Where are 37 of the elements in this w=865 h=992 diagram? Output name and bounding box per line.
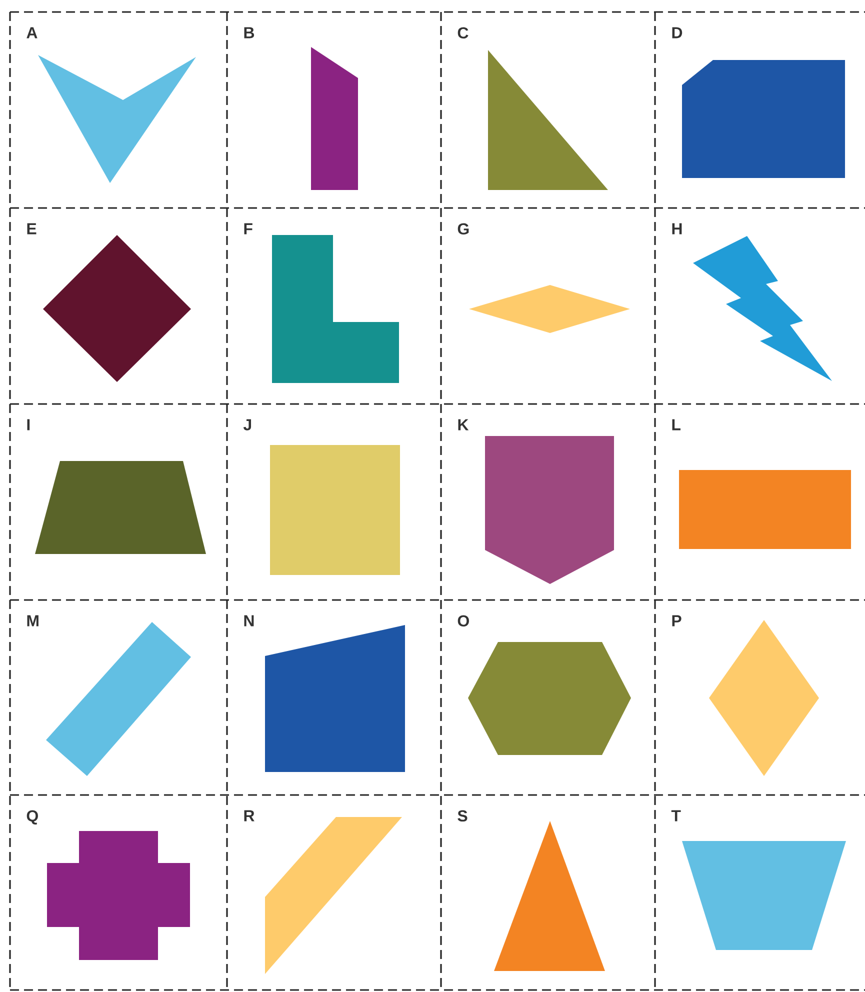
rectangle-shape <box>679 470 851 549</box>
cell-letter: S <box>458 810 468 822</box>
lightning-shape <box>693 236 832 381</box>
chevron-shape <box>38 55 196 183</box>
cell-letter: F <box>244 223 252 234</box>
diamond-shape <box>469 285 630 333</box>
parallelogram-shape <box>265 817 402 974</box>
square-shape <box>270 445 400 575</box>
trapezoid-shape <box>682 841 846 950</box>
cell-letter: C <box>458 27 468 39</box>
cell-letter: Q <box>26 810 38 825</box>
cell-letter: I <box>27 419 30 430</box>
triangle-shape <box>488 50 608 190</box>
l-shape <box>272 235 399 383</box>
cell-letter: R <box>244 810 254 822</box>
cell-letter: G <box>458 223 469 235</box>
cell-letter: T <box>671 810 681 822</box>
cell-letter: N <box>244 615 254 626</box>
cell-letter: P <box>672 615 682 626</box>
cell-letter: E <box>27 223 36 234</box>
trapezoid-shape <box>265 625 405 772</box>
cell-letter: B <box>244 27 254 38</box>
cell-letter: O <box>458 615 469 627</box>
hexagon-shape <box>468 642 631 755</box>
cell-letter: K <box>458 419 469 430</box>
cell-letter: L <box>672 419 680 430</box>
trapezoid-shape <box>35 461 206 554</box>
triangle-shape <box>494 821 605 971</box>
diamond-shape <box>709 620 819 776</box>
cell-letter: M <box>27 615 38 626</box>
cross-shape <box>47 831 190 960</box>
cell-letter: J <box>243 419 252 430</box>
cell-letter: H <box>672 223 682 234</box>
cell-letter: D <box>672 27 682 38</box>
pentagon-shape <box>485 436 614 584</box>
cell-letter: A <box>26 27 38 38</box>
trapezoid-shape <box>311 47 358 190</box>
